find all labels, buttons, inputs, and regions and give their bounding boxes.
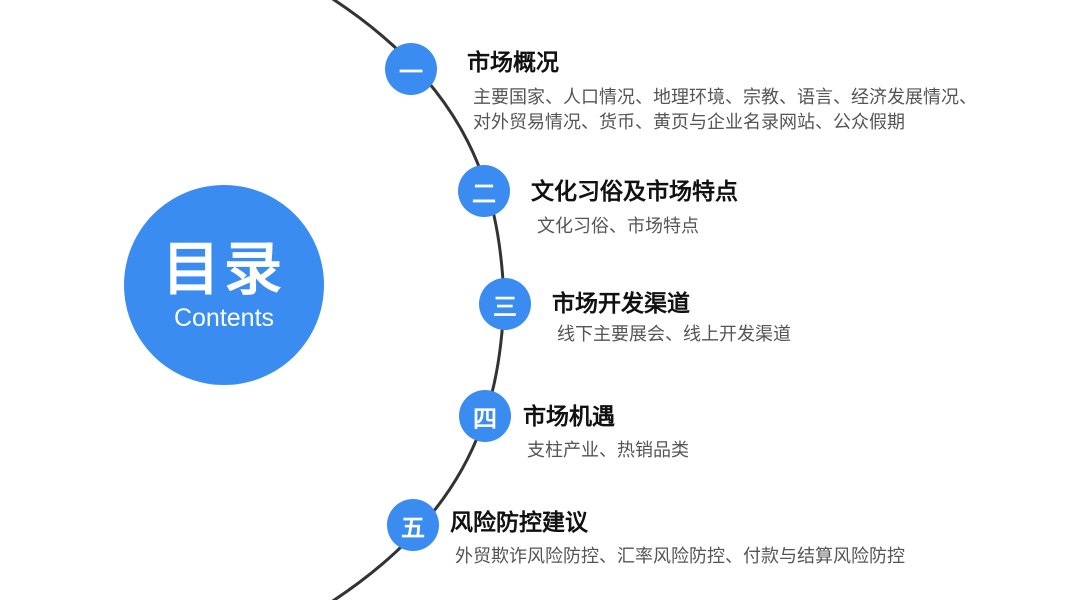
section-title: 风险防控建议 — [450, 510, 588, 536]
section-title: 市场机遇 — [523, 404, 615, 430]
section-number-badge: 二 — [458, 165, 510, 217]
contents-badge: 目录 Contents — [124, 185, 324, 385]
section-description-line: 线下主要展会、线上开发渠道 — [557, 324, 791, 345]
section-number-badge: 一 — [385, 43, 437, 95]
contents-title: 目录 — [161, 235, 286, 303]
section-description-line: 支柱产业、热销品类 — [527, 440, 689, 461]
section-title: 文化习俗及市场特点 — [531, 179, 738, 205]
section-title: 市场开发渠道 — [552, 291, 690, 317]
section-description-line: 主要国家、人口情况、地理环境、宗教、语言、经济发展情况、 — [473, 87, 977, 108]
section-description-line: 外贸欺诈风险防控、汇率风险防控、付款与结算风险防控 — [455, 546, 905, 567]
section-description-line: 文化习俗、市场特点 — [537, 216, 699, 237]
section-number-badge: 四 — [459, 390, 511, 442]
section-description-line: 对外贸易情况、货币、黄页与企业名录网站、公众假期 — [473, 112, 905, 133]
section-number-badge: 五 — [387, 499, 439, 551]
contents-subtitle: Contents — [173, 304, 275, 332]
section-number-badge: 三 — [479, 278, 531, 330]
section-title: 市场概况 — [467, 50, 559, 76]
